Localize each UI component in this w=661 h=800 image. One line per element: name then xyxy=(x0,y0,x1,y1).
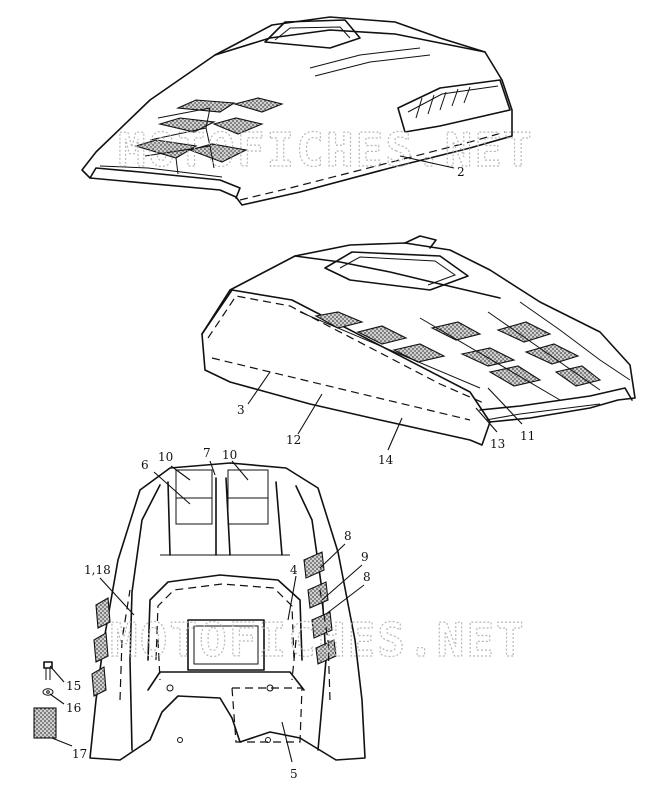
hood-view-front xyxy=(89,462,366,761)
callout-11: 11 xyxy=(520,429,535,443)
callout-12: 12 xyxy=(286,433,301,447)
callout-7: 7 xyxy=(203,446,211,460)
callout-4: 4 xyxy=(290,563,298,577)
callout-6: 6 xyxy=(141,458,149,472)
callout-2: 2 xyxy=(457,165,465,179)
callout-1-18: 1,18 xyxy=(84,563,111,577)
callout-5: 5 xyxy=(290,767,298,781)
hood-view-top xyxy=(81,16,513,206)
hood-view-middle xyxy=(201,235,636,446)
callouts: 2 3 12 14 13 11 10 7 10 6 8 9 8 1,18 4 1… xyxy=(66,165,535,781)
callout-17: 17 xyxy=(72,747,87,761)
hardware-parts xyxy=(33,661,57,739)
callout-16: 16 xyxy=(66,701,81,715)
callout-10a: 10 xyxy=(158,450,173,464)
watermark-bottom: MOTOFICHES.NET xyxy=(110,613,526,667)
callout-3: 3 xyxy=(237,403,245,417)
callout-9: 9 xyxy=(361,550,369,564)
callout-14: 14 xyxy=(378,453,394,467)
callout-8a: 8 xyxy=(344,529,352,543)
callout-10b: 10 xyxy=(222,448,237,462)
watermark-top: MOTOFICHES.NET xyxy=(118,123,534,177)
leader-lines xyxy=(49,155,523,763)
callout-13: 13 xyxy=(490,437,505,451)
callout-15: 15 xyxy=(66,679,81,693)
callout-8b: 8 xyxy=(363,570,371,584)
